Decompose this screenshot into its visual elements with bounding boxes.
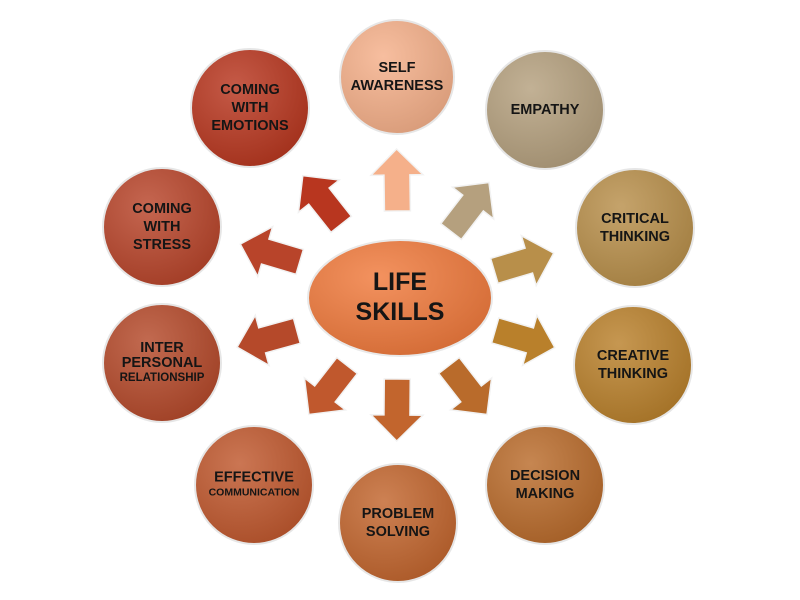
- node-problem-solving: PROBLEM SOLVING: [338, 463, 458, 583]
- node-label-line: THINKING: [598, 366, 668, 382]
- node-label-line: WITH: [231, 100, 268, 116]
- node-label-line: MAKING: [516, 486, 575, 502]
- node-label-line: DECISION: [510, 468, 580, 484]
- node-critical-thinking: CRITICAL THINKING: [575, 168, 695, 288]
- node-label-line: SOLVING: [366, 524, 430, 540]
- node-label-line: INTER: [140, 340, 184, 356]
- arrow-to-effective-communication: [303, 356, 359, 416]
- node-circle: [575, 168, 695, 288]
- node-coming-with-stress: COMING WITH STRESS: [102, 167, 222, 287]
- arrow-to-creative-thinking: [490, 313, 556, 367]
- node-label-line: AWARENESS: [351, 78, 444, 94]
- node-label-line: THINKING: [600, 229, 670, 245]
- node-label-line: CRITICAL: [601, 211, 669, 227]
- node-circle: [339, 19, 455, 135]
- node-label: DECISION MAKING: [510, 468, 580, 502]
- node-label-line: EFFECTIVE: [214, 469, 294, 485]
- arrow-to-self-awareness: [369, 147, 425, 212]
- node-circle: [102, 167, 222, 287]
- node-label-line: RELATIONSHIP: [120, 372, 205, 384]
- node-label: COMING WITH STRESS: [132, 201, 192, 253]
- node-label-line: CREATIVE: [597, 348, 670, 364]
- arrow-to-coming-with-emotions: [297, 174, 353, 234]
- center-label-line: SKILLS: [356, 298, 445, 326]
- node-circle: [190, 48, 310, 168]
- node-circle: [194, 425, 314, 545]
- node-label: COMING WITH EMOTIONS: [211, 82, 289, 134]
- node-label-line: COMING: [132, 201, 192, 217]
- arrow-to-problem-solving: [369, 378, 425, 443]
- center-label-line: LIFE: [373, 268, 427, 296]
- node-label-line: COMMUNICATION: [209, 486, 300, 498]
- node-decision-making: DECISION MAKING: [485, 425, 605, 545]
- node-label-line: PERSONAL: [122, 355, 203, 371]
- arrow-to-empathy: [439, 181, 495, 241]
- node-circle: [102, 303, 222, 423]
- arrow-to-decision-making: [437, 356, 493, 416]
- arrow-to-critical-thinking: [489, 234, 555, 288]
- node-label: EMPATHY: [511, 102, 580, 118]
- node-self-awareness: SELF AWARENESS: [339, 19, 455, 135]
- node-creative-thinking: CREATIVE THINKING: [573, 305, 693, 425]
- node-label-line: WITH: [143, 219, 180, 235]
- node-circle: [338, 463, 458, 583]
- node-label-line: STRESS: [133, 237, 191, 253]
- node-label: CREATIVE THINKING: [597, 348, 670, 382]
- node-circle: [485, 425, 605, 545]
- node-label-line: EMOTIONS: [211, 118, 289, 134]
- node-label-line: PROBLEM: [362, 506, 435, 522]
- node-label-line: EMPATHY: [511, 102, 580, 118]
- node-circle: [573, 305, 693, 425]
- arrow-to-coming-with-stress: [239, 225, 305, 279]
- node-label: PROBLEM SOLVING: [362, 506, 435, 540]
- center-ellipse: [307, 239, 493, 357]
- node-circle: [485, 50, 605, 170]
- arrow-to-inter-personal-relationship: [236, 313, 302, 367]
- node-label-line: COMING: [220, 82, 280, 98]
- node-label: SELF AWARENESS: [351, 60, 444, 94]
- node-empathy: EMPATHY: [485, 50, 605, 170]
- node-label-line: SELF: [378, 60, 415, 76]
- arrows-layer: [236, 147, 556, 443]
- node-coming-with-emotions: COMING WITH EMOTIONS: [190, 48, 310, 168]
- node-label: CRITICAL THINKING: [600, 211, 670, 245]
